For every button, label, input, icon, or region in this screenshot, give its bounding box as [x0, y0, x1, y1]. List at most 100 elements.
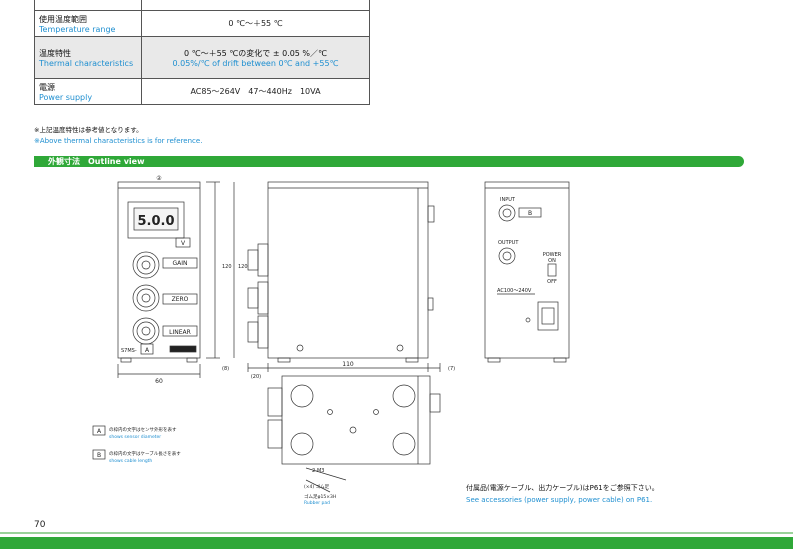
- v-label: V: [181, 240, 186, 247]
- rubber-pad: [392, 384, 416, 408]
- footer-thin-line: [0, 532, 793, 534]
- rear-connector: [427, 205, 435, 223]
- spec-table: 使用温度範囲 Temperature range 0 ℃～＋55 ℃ 温度特性 …: [34, 0, 370, 105]
- power-on-label: ON: [548, 258, 556, 264]
- front-view: [117, 181, 220, 378]
- legend-b-letter: B: [97, 452, 101, 459]
- side-view: [233, 181, 441, 372]
- power-inlet-inner: [541, 307, 555, 325]
- side-body: [267, 181, 429, 359]
- dim-small: (8): [222, 366, 229, 372]
- side-screw: [296, 344, 304, 352]
- bottom-body: [281, 375, 431, 465]
- zero-knob-inner: [136, 288, 156, 308]
- dim-width: 60: [155, 378, 163, 385]
- rear-screw: [525, 317, 531, 323]
- box-a-front: [140, 343, 154, 355]
- spec-value: 0 ℃～＋55 ℃の変化で ± 0.05 %／℃ 0.05%/℃ of drif…: [141, 36, 370, 79]
- side-knob: [257, 315, 269, 349]
- legend-b-en: shows cable length: [109, 458, 152, 464]
- spec-label: 電源 Power supply: [34, 78, 142, 105]
- label-jp: 電源: [39, 82, 55, 92]
- side-knob-cap: [247, 249, 259, 271]
- foot: [553, 357, 567, 363]
- box-a-front-label: A: [145, 347, 150, 354]
- output-label: OUTPUT: [498, 240, 519, 246]
- gain-knob: [132, 251, 160, 279]
- outline-drawings: ② 5.0.0 V GAIN ZERO LINEAR S7MS- A 60 12…: [92, 175, 570, 506]
- meter-readout: 5.0.0: [137, 214, 174, 229]
- model-label: S7MS-: [121, 348, 137, 354]
- front-panel: [117, 181, 201, 359]
- rubber-pad: [290, 384, 314, 408]
- m3-hole: [373, 409, 379, 415]
- spec-label: 使用温度範囲 Temperature range: [34, 10, 142, 37]
- side-knob: [257, 243, 269, 277]
- v-box: [175, 237, 191, 248]
- spec-row-temperature: 使用温度範囲 Temperature range 0 ℃～＋55 ℃: [34, 10, 370, 37]
- page-number: 70: [34, 520, 46, 530]
- output-connector-inner: [502, 251, 512, 261]
- zero-knob: [132, 284, 160, 312]
- bottom-label-feet: (×4) ゴム足: [304, 483, 330, 490]
- gain-knob-core: [141, 260, 151, 270]
- legend-a-jp: の枠内の文字はセンサ外形を表す: [109, 426, 177, 433]
- note-en: ※Above thermal characteristics is for re…: [34, 137, 203, 145]
- box-b: [518, 207, 542, 218]
- dim-side-right: (7): [448, 366, 455, 372]
- spec-row-blank: [34, 0, 370, 11]
- linear-knob-core: [141, 326, 151, 336]
- output-connector: [498, 247, 516, 265]
- input-connector: [498, 204, 516, 222]
- gain-knob-inner: [136, 255, 156, 275]
- dim-side-left: (20): [251, 374, 261, 380]
- bottom-label-m3: 2-M3: [312, 468, 324, 474]
- legend-a-en: shows sensor diameter: [109, 434, 161, 440]
- power-switch: [547, 263, 557, 277]
- value-jp: 0 ℃～＋55 ℃の変化で ± 0.05 %／℃: [183, 48, 328, 58]
- bottom-knob: [267, 419, 283, 449]
- section-header-bar: 外観寸法 Outline view: [34, 156, 744, 167]
- dim-front-height: 120: [222, 264, 232, 270]
- front-top-num: ②: [156, 175, 162, 182]
- input-label: INPUT: [500, 197, 516, 203]
- side-screw: [396, 344, 404, 352]
- spec-value: 0 ℃～＋55 ℃: [141, 10, 370, 37]
- label-jp: 温度特性: [39, 48, 71, 58]
- bottom-knob: [267, 387, 283, 417]
- legend-b-jp: の枠内の文字はケーブル長さを表す: [109, 450, 181, 457]
- spec-label: 温度特性 Thermal characteristics: [34, 36, 142, 79]
- input-connector-inner: [502, 208, 512, 218]
- side-knob-cap: [247, 287, 259, 309]
- meter-display: [133, 207, 179, 231]
- gain-box: [162, 257, 198, 269]
- value-en: 0.05%/℃ of drift between 0℃ and +55℃: [172, 58, 339, 68]
- foot: [277, 357, 291, 363]
- label-en: Thermal characteristics: [39, 58, 134, 68]
- linear-knob-inner: [136, 321, 156, 341]
- accessories-note-en: See accessories (power supply, power cab…: [466, 496, 653, 504]
- spec-row-power: 電源 Power supply AC85～264V 47～440Hz 10VA: [34, 78, 370, 105]
- section-title-jp: 外観寸法: [48, 157, 80, 166]
- bottom-view: [267, 375, 441, 493]
- brand-logo: [169, 345, 197, 353]
- side-knob: [257, 281, 269, 315]
- section-title-en: Outline view: [88, 157, 145, 166]
- legend-a-box: [92, 425, 106, 436]
- zero-box: [162, 293, 198, 305]
- gain-label: GAIN: [172, 260, 187, 267]
- foot: [405, 357, 419, 363]
- bottom-label-pad-en: Rubber pad: [304, 500, 330, 506]
- label-en: Power supply: [39, 92, 93, 102]
- bottom-connector: [429, 393, 441, 413]
- power-inlet: [537, 301, 559, 331]
- linear-label: LINEAR: [169, 329, 191, 336]
- rear-panel: [484, 181, 570, 359]
- power-off-label: OFF: [547, 279, 557, 285]
- leader-line: [305, 479, 331, 493]
- legend-b-box: [92, 449, 106, 460]
- rubber-pad: [290, 432, 314, 456]
- foot: [487, 357, 501, 363]
- side-knob-cap: [247, 321, 259, 343]
- note-jp: ※上記温度特性は参考値となります。: [34, 126, 143, 134]
